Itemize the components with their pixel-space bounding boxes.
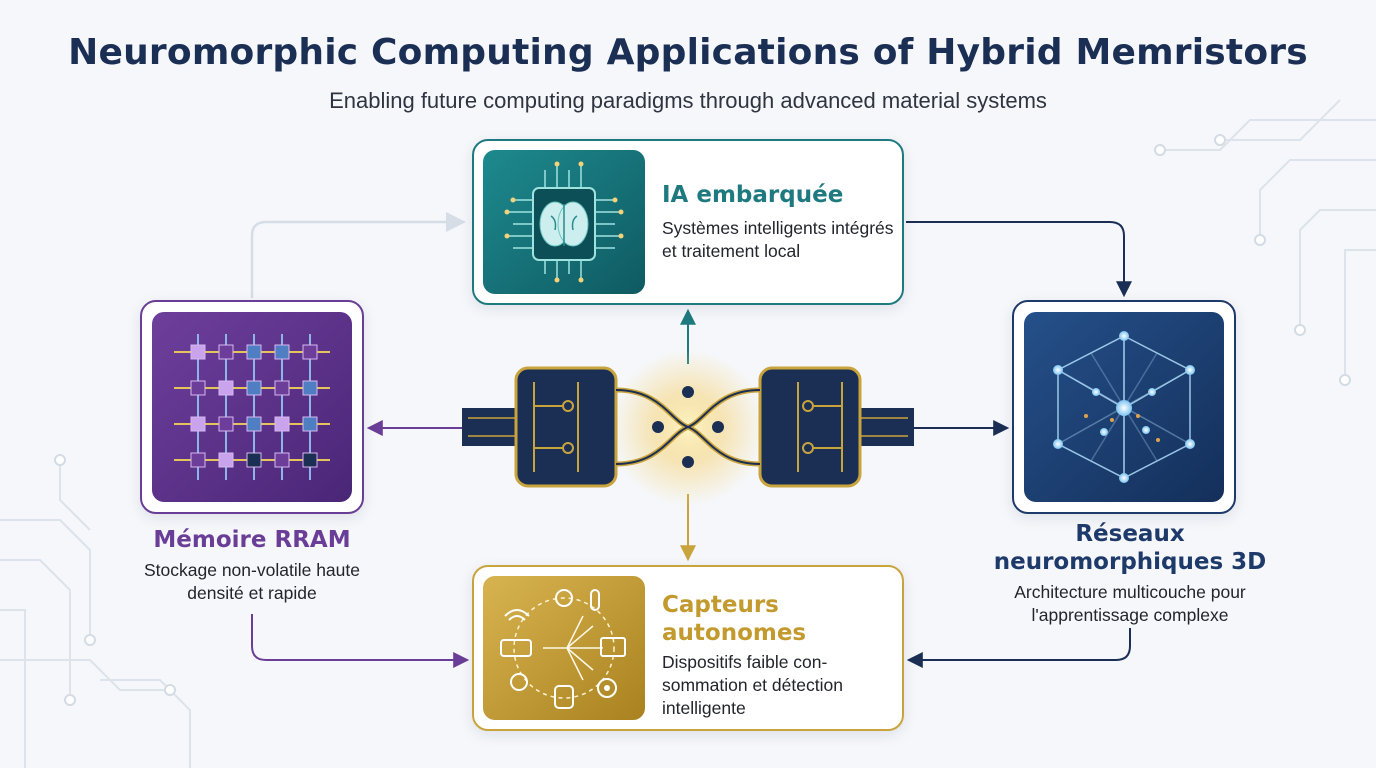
ia-description: Systèmes intelligents intégrés et traite…: [662, 218, 894, 261]
card-ia-embarquee[interactable]: IA embarquée Systèmes intelligents intég…: [472, 139, 904, 305]
crossbar-array-icon: [152, 312, 352, 502]
connector-3d-to-capteurs: [906, 628, 1131, 668]
page-subtitle: Enabling future computing paradigms thro…: [329, 88, 1047, 113]
connector-rram-to-capteurs: [251, 614, 470, 668]
reseaux3d-title: Réseaux neuromorphiques 3D: [993, 521, 1267, 575]
iot-sensors-icon: [483, 576, 645, 720]
reseaux3d-description: Architecture multicouche pour l'apprenti…: [1014, 582, 1246, 625]
card-capteurs-autonomes[interactable]: Capteurs autonomes Dispositifs faible co…: [472, 565, 904, 731]
rram-title: Mémoire RRAM: [153, 527, 351, 553]
hybrid-memristor-device-icon: [462, 366, 914, 488]
brain-chip-icon: [483, 150, 645, 294]
card-reseaux-neuromorphiques-3d[interactable]: [1012, 300, 1236, 514]
card-memoire-rram[interactable]: [140, 300, 364, 514]
capteurs-description: Dispositifs faible con-sommation et déte…: [662, 652, 843, 718]
connector-rram-to-ia: [250, 212, 466, 298]
connector-ia-to-3d: [906, 221, 1132, 298]
ia-title: IA embarquée: [662, 182, 844, 208]
3d-neural-network-cube-icon: [1024, 312, 1224, 502]
capteurs-title: Capteurs autonomes: [662, 592, 807, 646]
rram-description: Stockage non-volatile haute densité et r…: [144, 560, 360, 603]
page-title: Neuromorphic Computing Applications of H…: [68, 32, 1308, 73]
